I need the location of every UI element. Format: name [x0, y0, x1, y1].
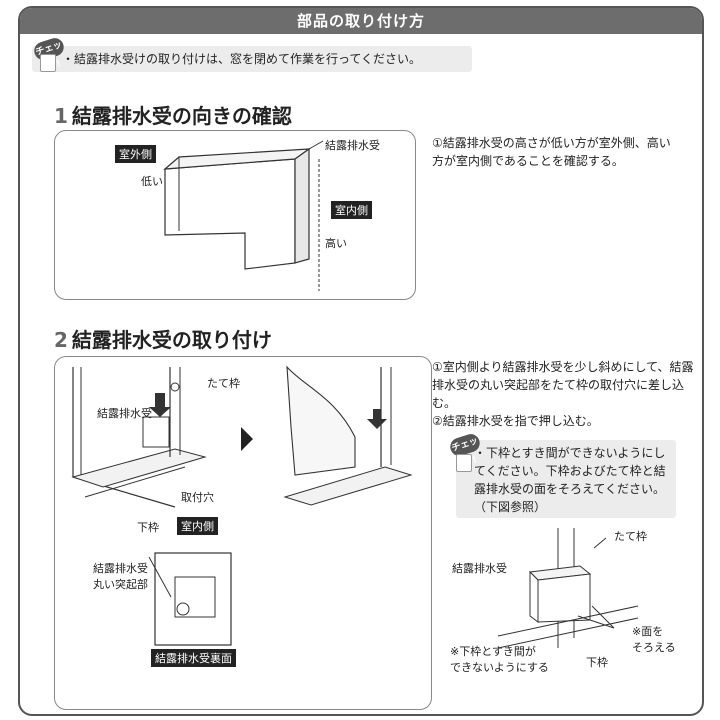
- tray-back-tag: 結露排水受裏面: [151, 649, 236, 667]
- high-label: 高い: [325, 237, 347, 250]
- section2-number: 2: [54, 328, 68, 352]
- top-check-note: チェック! ・結露排水受けの取り付けは、窓を閉めて作業を行ってください。: [31, 35, 472, 73]
- page-title: 部品の取り付け方: [20, 8, 702, 34]
- tray-body: [164, 158, 296, 270]
- section2-diagram-panel: たて枠 結露排水受 取付穴 下枠 室内側 結露排水受 丸い突起部 結露排水受裏面: [54, 356, 432, 710]
- round-bump: [176, 602, 190, 616]
- detail-frame-label: たて枠: [614, 530, 647, 543]
- tray-install-diagram: [71, 365, 413, 646]
- indoor-side-tag-2: 室内側: [177, 517, 218, 535]
- section2-check-text: ・下枠とすき間ができないようにしてください。下枠およびたて枠と結露排水受の面をそ…: [474, 446, 666, 514]
- tray-label-2: 結露排水受: [97, 407, 152, 420]
- down-arrow-icon: [149, 393, 171, 417]
- next-step-arrow-icon: [241, 427, 253, 451]
- detail-align-label: ※面を そろえる: [632, 625, 676, 654]
- section1-instruction: ①結露排水受の高さが低い方が室外側、高い方が室内側であることを確認する。: [432, 136, 671, 168]
- alignment-detail-diagram: [497, 528, 639, 649]
- tray-detail: [537, 573, 591, 623]
- tray-orientation-diagram: [163, 140, 324, 291]
- detail-tray-label: 結露排水受: [452, 562, 507, 575]
- instruction-sheet: 部品の取り付け方 チェック! ・結露排水受けの取り付けは、窓を閉めて作業を行って…: [18, 6, 704, 716]
- bottom-frame: [71, 448, 207, 488]
- section2-instruction-1: ①室内側より結露排水受を少し斜めにして、結露排水受の丸い突起部をたて枠の取付穴に…: [432, 360, 694, 410]
- section2-instruction-2: ②結露排水受を指で押し込む。: [432, 414, 599, 428]
- detail-gap-label: ※下枠とすき間が できないようにする: [450, 645, 549, 674]
- section2-title: 結露排水受の取り付け: [71, 328, 272, 352]
- indoor-side-tag: 室内側: [331, 201, 372, 219]
- pencil-icon: [40, 54, 56, 72]
- mount-hole-label: 取付穴: [181, 491, 214, 504]
- vertical-frame-label: たて枠: [207, 377, 240, 390]
- pencil-icon-2: [456, 454, 472, 472]
- tray-small: [142, 416, 170, 448]
- bottom-frame-label: 下枠: [137, 521, 159, 534]
- section1-diagram-panel: 室外側 結露排水受 低い 室内側 高い: [54, 130, 416, 300]
- section1-number: 1: [54, 104, 68, 128]
- section2-check-note: チェック! ・下枠とすき間ができないようにしてください。下枠およびたて枠と結露排…: [447, 431, 676, 518]
- outdoor-side-tag: 室外側: [115, 145, 156, 163]
- top-note-text: ・結露排水受けの取り付けは、窓を閉めて作業を行ってください。: [62, 52, 422, 66]
- hand-shape: [286, 365, 356, 476]
- section1-title: 結露排水受の向きの確認: [71, 104, 292, 128]
- detail-bottom-label: 下枠: [586, 656, 608, 669]
- tray-label: 結露排水受: [325, 139, 380, 152]
- tray-side: [294, 147, 310, 264]
- low-label: 低い: [141, 175, 163, 188]
- bump-label: 結露排水受 丸い突起部: [93, 562, 148, 591]
